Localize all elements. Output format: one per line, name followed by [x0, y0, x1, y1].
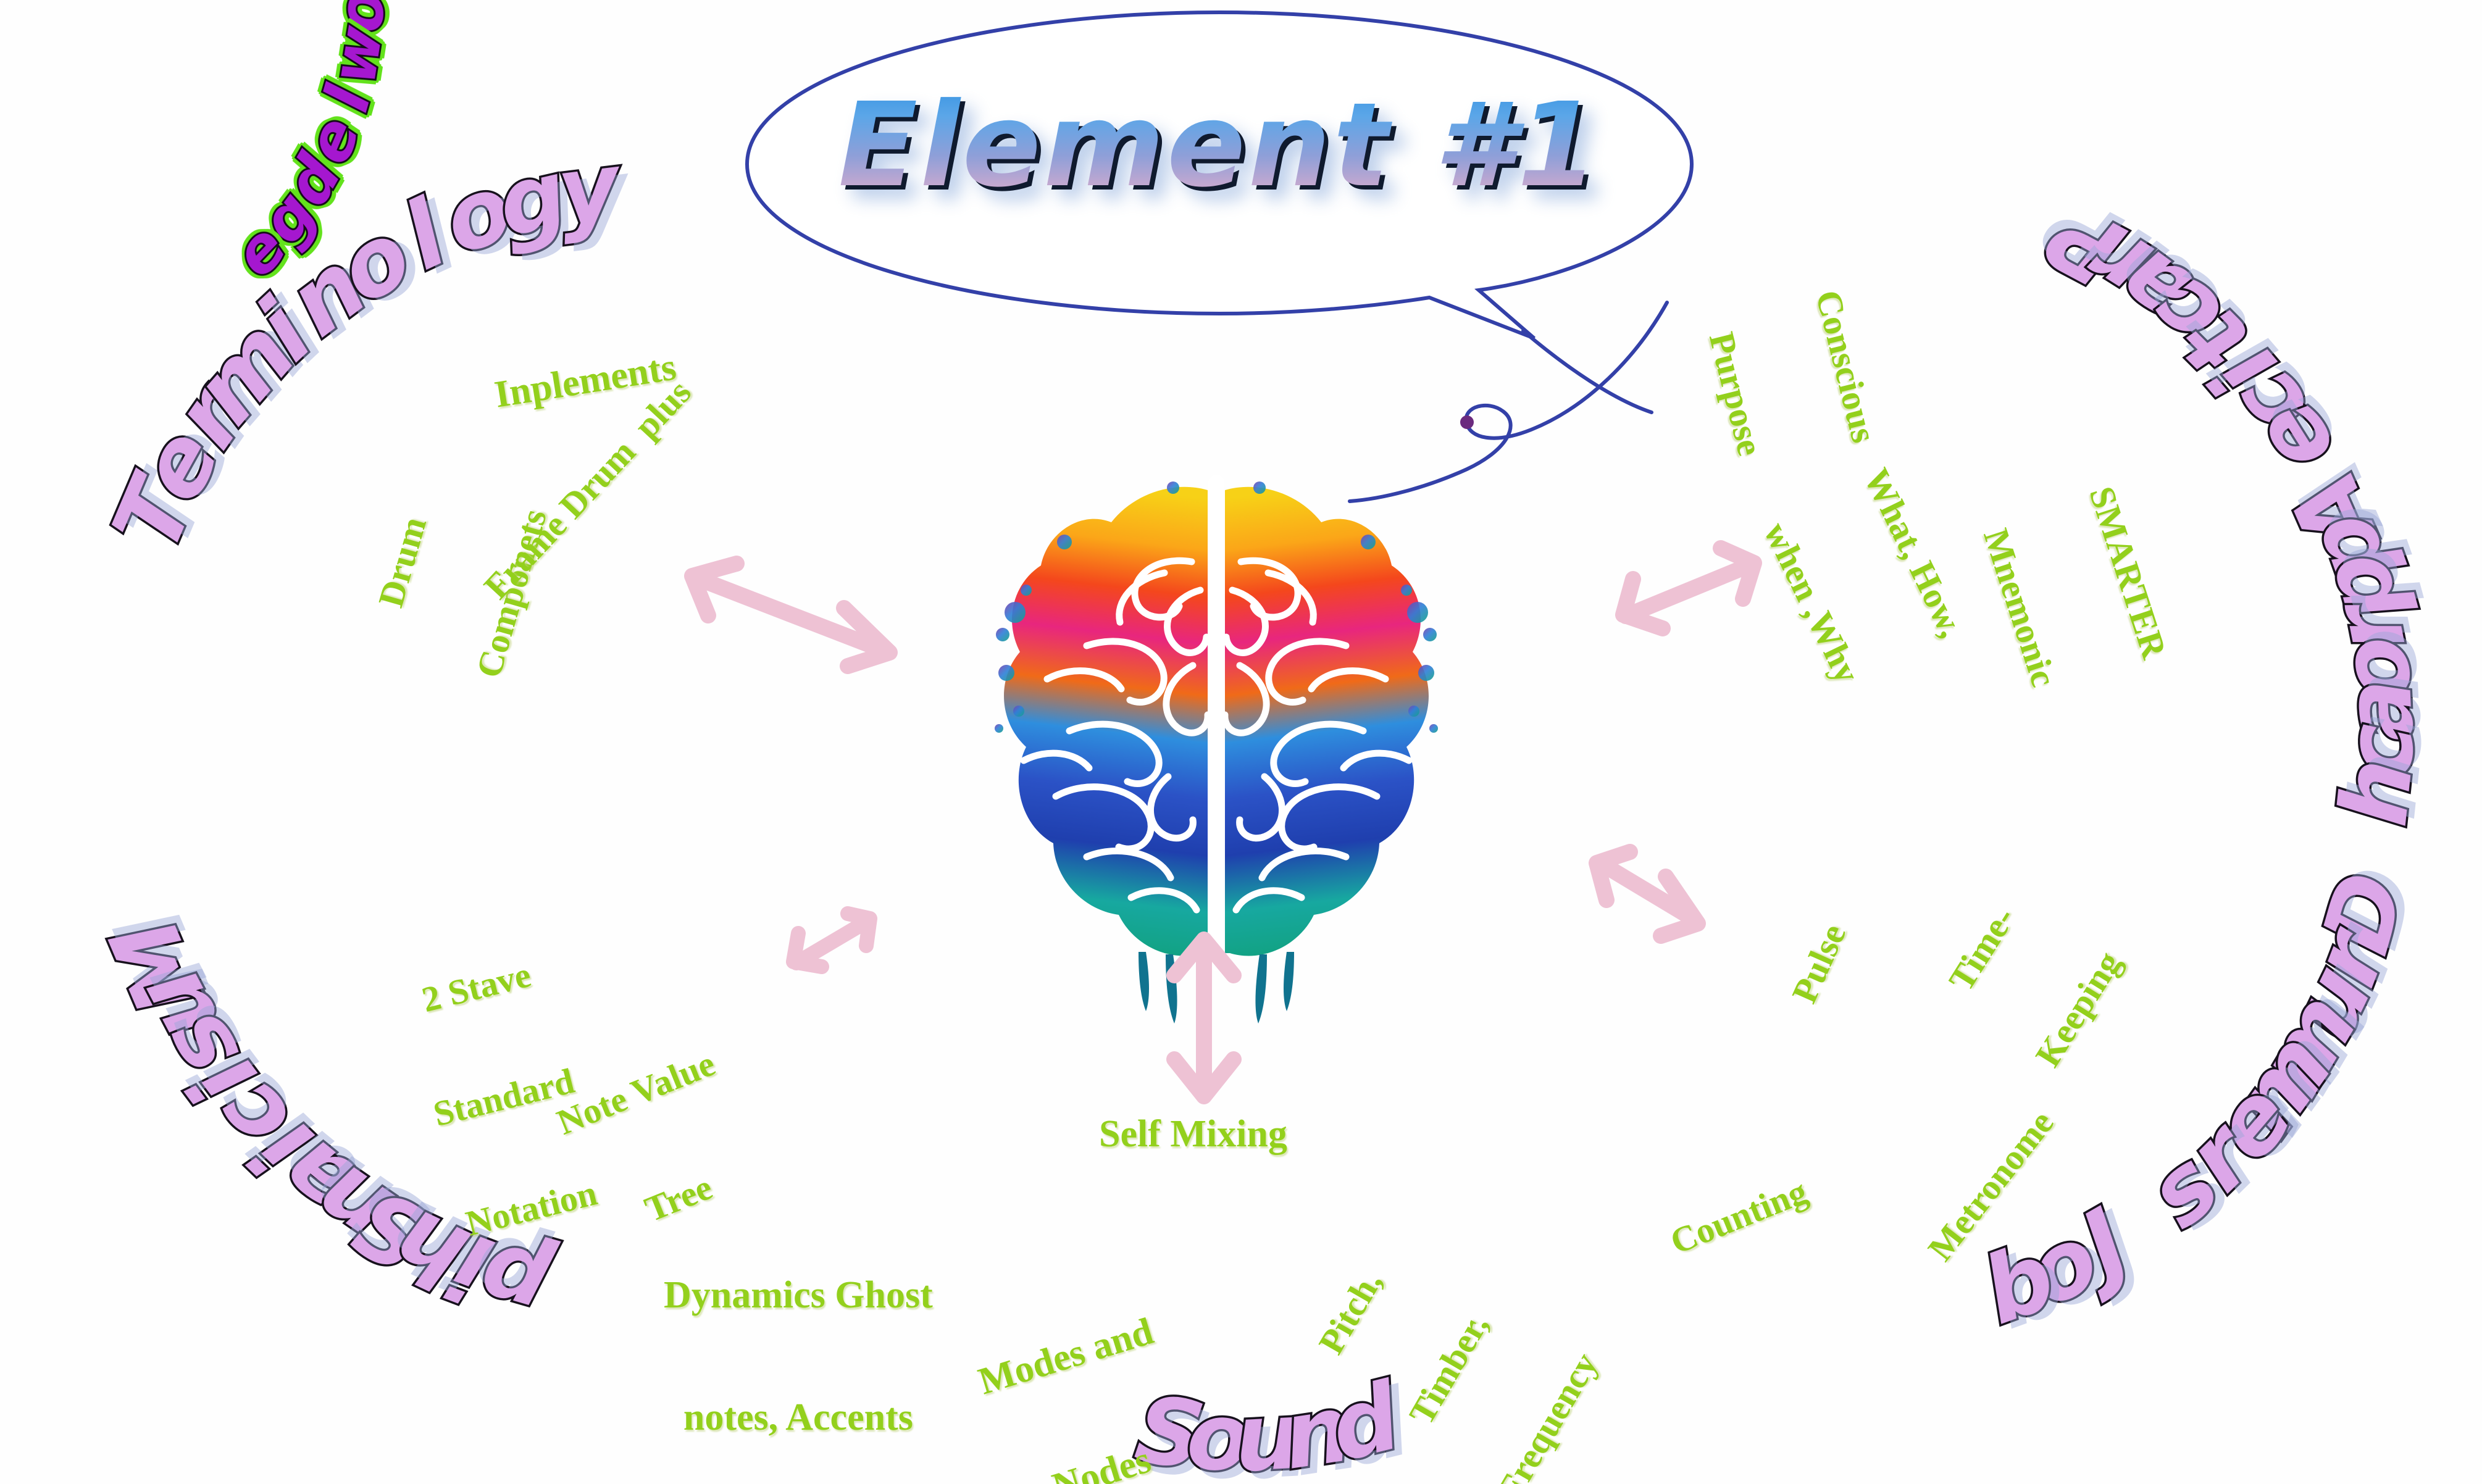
speech-bubble-tail: [1348, 301, 1669, 503]
leaf-pulse[interactable]: Pulse: [1784, 918, 1854, 1009]
leaf-modes-line1: Modes and: [974, 1310, 1158, 1403]
brain-watercolor-icon: [988, 469, 1445, 1023]
arrow-sound: [1166, 932, 1242, 1104]
arc-letter: h: [2318, 752, 2436, 833]
arrow-drummers-job: [1589, 844, 1706, 944]
leaf-pitch-line1: Pitch,: [1310, 1264, 1390, 1361]
leaf-stave-line1: 2 Stave: [417, 954, 535, 1020]
leaf-dynamics-line2: notes, Accents: [683, 1396, 913, 1438]
leaf-time-keeping[interactable]: Time- Keeping: [1868, 844, 2192, 1113]
leaf-pitch-line2: Timber,: [1401, 1307, 1497, 1432]
leaf-timekeeping-line1: Time-: [1941, 899, 2023, 998]
leaf-self-mixing[interactable]: Self Mixing: [1099, 1113, 1287, 1155]
leaf-counting[interactable]: Counting: [1665, 1170, 1813, 1262]
arc-letter: w: [315, 20, 399, 91]
arrow-practice: [1615, 540, 1762, 636]
title-speech-bubble: Element #1: [738, 5, 1701, 414]
leaf-pitch-line3: Frequency: [1489, 1345, 1605, 1484]
leaf-modes-line2: Nodes: [1047, 1438, 1156, 1484]
speech-bubble-outline: [745, 10, 1694, 414]
leaf-conscious-line1: Conscious: [1808, 286, 1885, 447]
arc-letter: y: [549, 130, 627, 249]
leaf-drum-componets-line1: Drum: [370, 512, 434, 612]
leaf-timekeeping-line2: Keeping: [2027, 944, 2129, 1074]
leaf-modes-and-nodes[interactable]: Modes and Nodes: [951, 1234, 1218, 1484]
leaf-conscious-line2: Purpose: [1701, 328, 1771, 460]
arrow-musicianship: [786, 906, 877, 974]
leaf-notevalue-line1: Note Value: [551, 1043, 721, 1143]
arrow-terminology: [684, 556, 898, 674]
page-title: Element #1: [738, 78, 1701, 213]
leaf-dynamics-line1: Dynamics Ghost: [664, 1274, 933, 1317]
leaf-smarter-line1: SMARTER: [2081, 481, 2175, 664]
leaf-smarter-line2: Mnemonic: [1975, 523, 2065, 691]
leaf-dynamics-ghost-notes-accents[interactable]: Dynamics Ghost notes, Accents: [664, 1194, 933, 1484]
